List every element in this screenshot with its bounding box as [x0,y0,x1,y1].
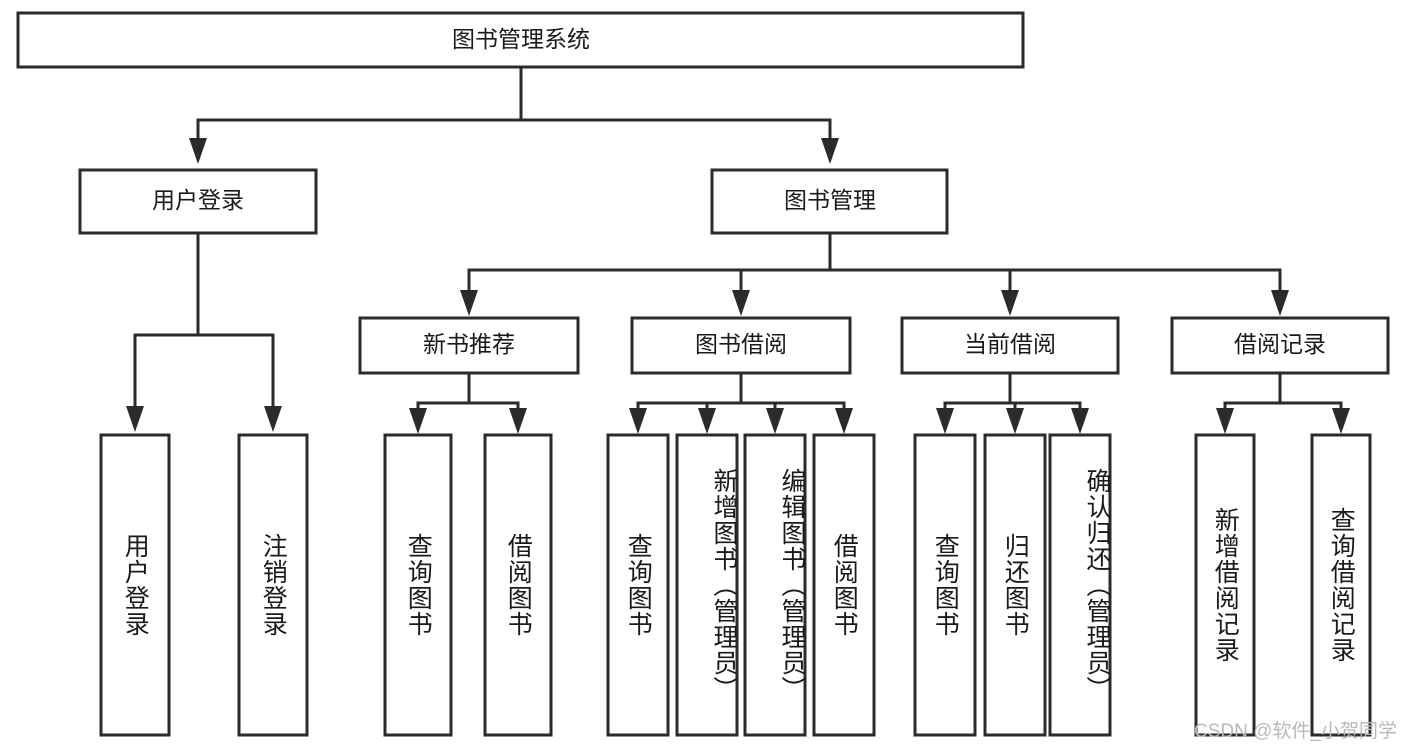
node-new-book-recommend-box[interactable] [358,316,580,375]
leaf-box-book-borrow-0[interactable] [606,433,670,737]
arrow-new-book-leaf-0 [409,408,427,434]
leaf-box-current-borrow-1[interactable] [983,433,1047,737]
arrow-book-borrow-leaf-3 [835,408,853,434]
node-borrow-record-label: 借阅记录 [1234,331,1326,357]
arrow-bm-to-book-borrow [732,290,750,316]
leaf-box-book-borrow-1[interactable] [675,433,739,737]
node-user-login-label: 用户登录 [152,187,244,213]
leaf-box-borrow-record-0[interactable] [1194,433,1256,737]
leaf-box-current-borrow-2[interactable] [1048,433,1112,737]
node-current-borrow-box[interactable] [900,316,1120,375]
csdn-watermark: CSDN @软件_小贺同学 [1194,721,1397,742]
arrow-new-book-leaf-1 [509,408,527,434]
node-new-book-recommend-label: 新书推荐 [423,331,515,357]
node-book-borrow-label: 图书借阅 [695,331,787,357]
node-user-login-box[interactable] [78,168,318,235]
arrow-current-borrow-leaf-0 [936,408,954,434]
leaf-box-borrow-record-1[interactable] [1310,433,1372,737]
arrow-bm-to-new-book-recommend [460,290,478,316]
node-book-management-label: 图书管理 [784,187,876,213]
leaf-box-user-login-0[interactable] [99,433,171,737]
arrow-book-borrow-leaf-0 [629,408,647,434]
node-root-box[interactable] [16,11,1025,69]
leaf-box-new-book-0[interactable] [383,433,453,737]
arrow-current-borrow-leaf-2 [1071,408,1089,434]
arrow-borrow-record-leaf-0 [1216,408,1234,434]
arrow-borrow-record-leaf-1 [1332,408,1350,434]
leaf-box-book-borrow-2[interactable] [743,433,807,737]
arrow-book-borrow-leaf-1 [698,408,716,434]
leaf-box-new-book-1[interactable] [483,433,553,737]
leaf-box-book-borrow-3[interactable] [812,433,876,737]
leaf-box-user-login-1[interactable] [237,433,309,737]
arrow-bm-to-borrow-record [1271,290,1289,316]
arrow-bm-to-current-borrow [1001,290,1019,316]
arrow-user-login-leaf-1 [264,406,282,432]
arrow-current-borrow-leaf-1 [1006,408,1024,434]
arrow-root-to-book-management [821,138,839,164]
arrow-user-login-leaf-0 [126,406,144,432]
arrow-root-to-user-login [189,138,207,164]
leaf-box-current-borrow-0[interactable] [913,433,977,737]
node-root-label: 图书管理系统 [452,26,590,52]
node-current-borrow-label: 当前借阅 [964,331,1056,357]
arrow-book-borrow-leaf-2 [766,408,784,434]
